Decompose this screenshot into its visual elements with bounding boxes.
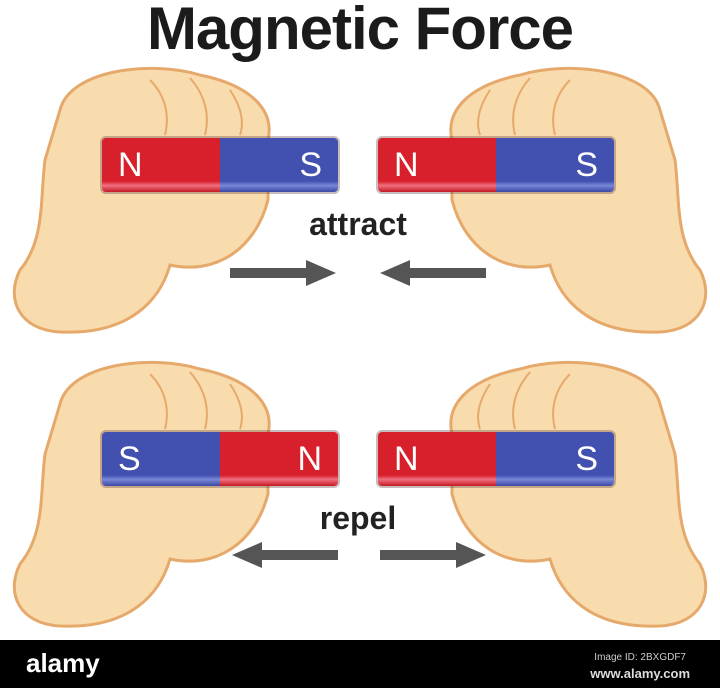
pole-label: N [394,145,419,184]
south-pole: S [496,432,614,486]
arrow-right-icon [380,542,486,568]
attract-label: attract [309,206,407,242]
pole-label: S [299,145,322,184]
south-pole: S [102,432,220,486]
south-pole: S [220,138,338,192]
arrow-left-icon [232,542,338,568]
magnet-bottom-right: N S [378,432,614,486]
pole-label: S [575,145,598,184]
north-pole: N [102,138,220,192]
magnet-bottom-left: S N [102,432,338,486]
right-hand-bottom [449,360,708,628]
north-pole: N [378,432,496,486]
footer-bar: alamy Image ID: 2BXGDF7 www.alamy.com [0,640,720,688]
left-hand-top [12,66,271,334]
north-pole: N [220,432,338,486]
magnet-top-right: N S [378,138,614,192]
left-hand-bottom [12,360,271,628]
site-url: www.alamy.com [590,666,690,681]
image-id: Image ID: 2BXGDF7 [594,652,686,663]
page-title: Magnetic Force [146,0,574,62]
repel-label: repel [319,500,397,536]
pole-label: N [118,145,143,184]
right-hand-top [449,66,708,334]
arrow-left-icon [380,260,486,286]
south-pole: S [496,138,614,192]
magnet-top-left: N S [102,138,338,192]
pole-label: N [297,439,322,478]
arrow-right-icon [230,260,336,286]
alamy-logo: alamy [26,648,100,678]
north-pole: N [378,138,496,192]
pole-label: S [575,439,598,478]
hands-illustration [12,66,708,628]
pole-label: N [394,439,419,478]
pole-label: S [118,439,141,478]
